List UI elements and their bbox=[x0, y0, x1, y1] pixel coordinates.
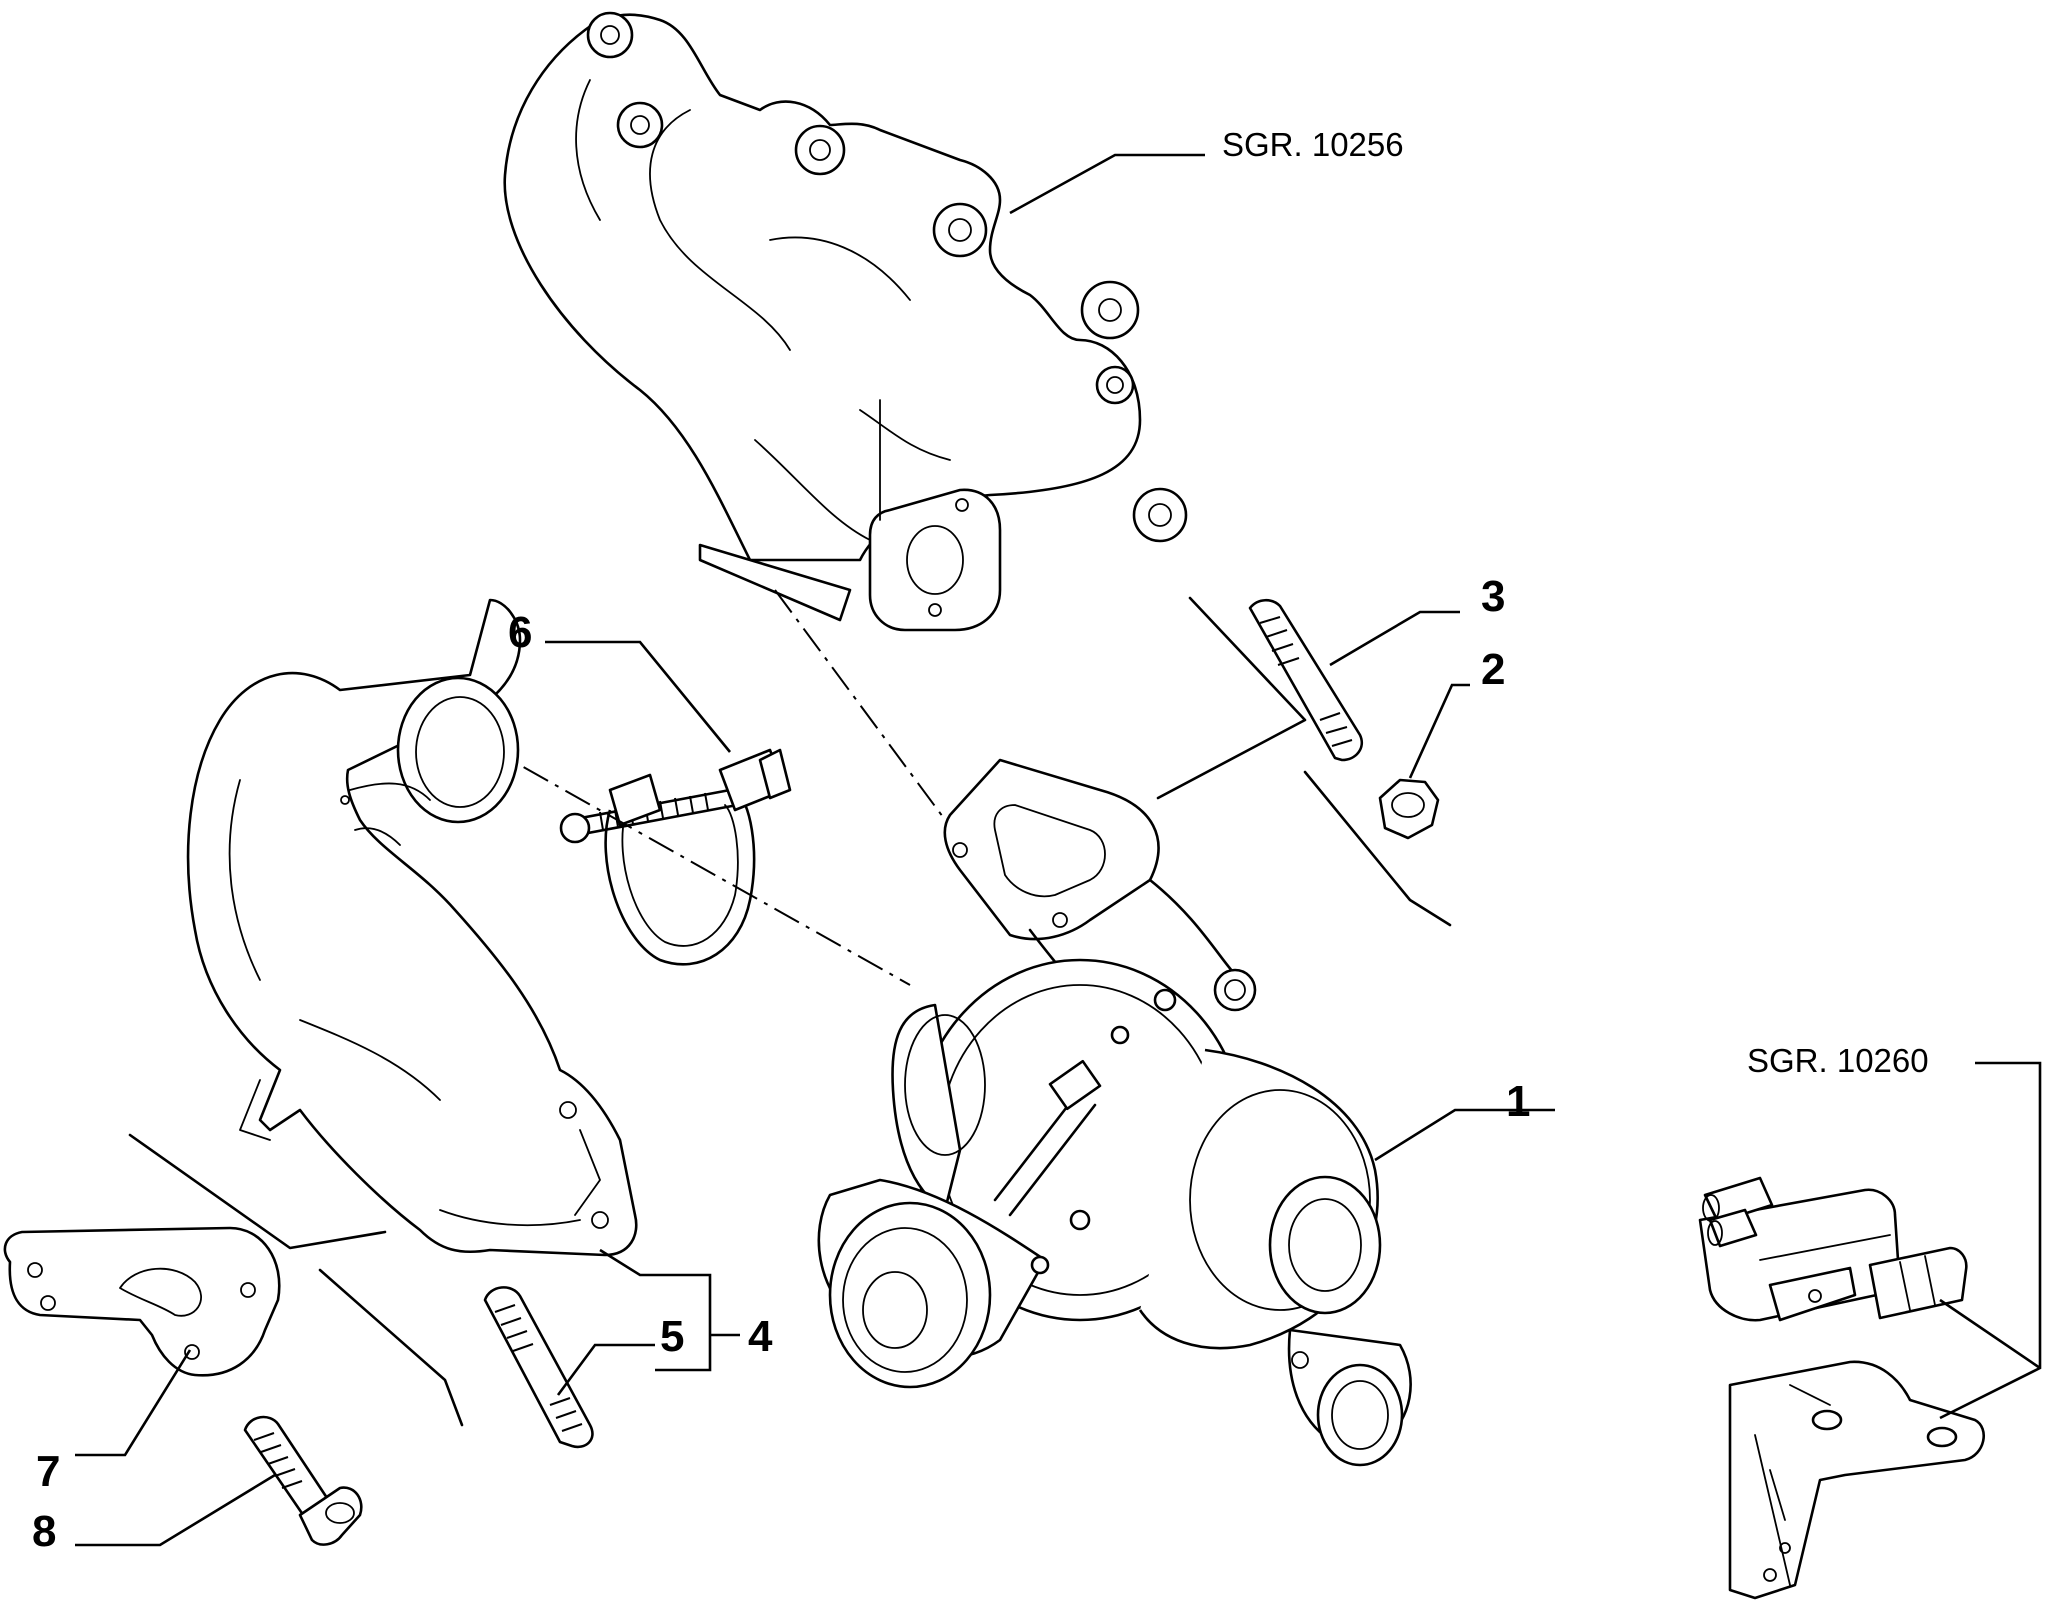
leader-3 bbox=[1329, 610, 1460, 667]
bolt-8 bbox=[243, 1415, 363, 1546]
reference-label-exhaust-manifold: SGR. 10256 bbox=[1222, 126, 1404, 163]
stud-5 bbox=[483, 1286, 594, 1449]
manifold-outlet-flange bbox=[868, 488, 1002, 632]
hose-clamp bbox=[559, 748, 792, 966]
leader-sgr-10256 bbox=[1009, 153, 1205, 215]
callout-2: 2 bbox=[1481, 645, 1506, 694]
turbocharger bbox=[817, 758, 1412, 1467]
section-cut-lines bbox=[128, 596, 1452, 1427]
callout-4: 4 bbox=[748, 1312, 773, 1361]
stud-3 bbox=[1248, 598, 1363, 762]
callout-5: 5 bbox=[660, 1312, 685, 1361]
gasket-7 bbox=[3, 1226, 281, 1377]
leader-7 bbox=[75, 1349, 192, 1457]
downpipe-catalyst bbox=[186, 598, 638, 1257]
leader-2 bbox=[1408, 683, 1470, 779]
callout-1: 1 bbox=[1506, 1077, 1531, 1126]
manifold-bracket bbox=[698, 543, 852, 622]
exhaust-manifold bbox=[503, 11, 1188, 632]
leader-4-bracket bbox=[599, 1248, 712, 1372]
callout-3: 3 bbox=[1481, 572, 1506, 621]
leader-sgr-10260 bbox=[1939, 1061, 2042, 1420]
leader-5 bbox=[556, 1343, 655, 1396]
callout-6: 6 bbox=[508, 608, 533, 657]
axis-line-downpipe bbox=[439, 719, 911, 986]
leader-8 bbox=[75, 1473, 276, 1547]
solenoid-valve-assembly bbox=[1698, 1176, 1985, 1600]
callout-8: 8 bbox=[32, 1507, 57, 1556]
leader-6 bbox=[545, 640, 732, 753]
leader-1 bbox=[1374, 1108, 1555, 1162]
nut-2 bbox=[1378, 778, 1440, 840]
callout-7: 7 bbox=[36, 1447, 61, 1496]
axis-line-manifold bbox=[774, 589, 961, 841]
manifold-bosses bbox=[586, 11, 1188, 543]
reference-label-solenoid-valve: SGR. 10260 bbox=[1747, 1042, 1929, 1079]
turbo-inlet-flange bbox=[943, 758, 1160, 941]
